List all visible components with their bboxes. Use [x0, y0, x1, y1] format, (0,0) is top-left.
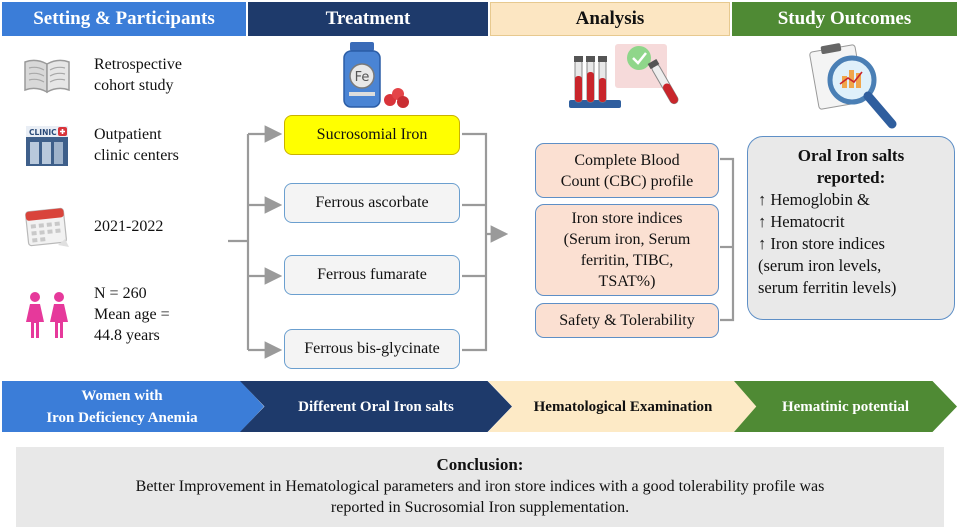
header-treatment: Treatment	[248, 2, 488, 36]
flow-step-hematological-label: Hematological Examination	[533, 398, 713, 415]
period-text: 2021-2022	[94, 217, 164, 235]
conclusion-box: Conclusion: Better Improvement in Hemato…	[16, 447, 944, 527]
flow-step-women-line2: Iron Deficiency Anemia	[46, 409, 198, 426]
women-icon	[26, 291, 68, 338]
study-type-text: Retrospective cohort study	[94, 56, 182, 94]
analysis-safety-tolerability: Safety & Tolerability	[535, 303, 719, 338]
treatment-ferrous-bis-glycinate: Ferrous bis-glycinate	[284, 329, 460, 369]
treatment-ferrous-fumarate: Ferrous fumarate	[284, 255, 460, 295]
flow-step-women-line1: Women with	[81, 387, 163, 404]
blood-test-icon	[569, 44, 679, 108]
magnifier-clipboard-icon	[809, 43, 897, 129]
setting-study-type: Retrospective cohort study	[22, 52, 182, 98]
fe-label: Fe	[355, 70, 370, 85]
setting-centers: CLINIC Outpatient clinic centers	[22, 122, 179, 168]
outcome-hematocrit: ↑ Hematocrit	[758, 212, 845, 231]
header-setting: Setting & Participants	[2, 2, 246, 36]
flow-step-hematinic-label: Hematinic potential	[781, 398, 910, 415]
setting-participants: N = 260 Mean age = 44.8 years	[22, 283, 170, 346]
book-icon	[24, 59, 70, 94]
calendar-icon	[25, 207, 69, 247]
treatment-sucrosomial-iron: Sucrosomial Iron	[284, 115, 460, 155]
participants-text: N = 260 Mean age = 44.8 years	[94, 285, 170, 344]
treatment-ferrous-ascorbate: Ferrous ascorbate	[284, 183, 460, 223]
flow-step-women: Women with Iron Deficiency Anemia	[2, 381, 264, 432]
analysis-cbc: Complete Blood Count (CBC) profile	[535, 143, 719, 198]
flow-step-hematinic: Hematinic potential	[734, 381, 957, 432]
header-analysis: Analysis	[490, 2, 730, 36]
header-outcomes: Study Outcomes	[732, 2, 957, 36]
outcomes-title: Oral Iron salts reported:	[797, 146, 905, 187]
flow-step-oral-iron: Different Oral Iron salts	[240, 381, 512, 432]
outcome-hemoglobin: ↑ Hemoglobin &	[758, 190, 870, 209]
outcome-iron-store: ↑ Iron store indices (serum iron levels,…	[758, 234, 897, 297]
supplement-bottle-icon: Fe	[343, 42, 409, 108]
clinic-icon: CLINIC	[26, 126, 68, 166]
outcomes-box: Oral Iron salts reported: ↑ Hemoglobin &…	[747, 136, 955, 320]
centers-text: Outpatient clinic centers	[94, 126, 179, 164]
conclusion-body: Better Improvement in Hematological para…	[135, 478, 825, 516]
setting-period: 2021-2022	[22, 203, 163, 249]
conclusion-title: Conclusion:	[436, 455, 524, 474]
flow-step-hematological: Hematological Examination	[488, 381, 758, 432]
clinic-sign-text: CLINIC	[29, 128, 57, 137]
analysis-iron-store-indices: Iron store indices (Serum iron, Serum fe…	[535, 204, 719, 296]
flow-step-oral-iron-label: Different Oral Iron salts	[298, 398, 454, 415]
